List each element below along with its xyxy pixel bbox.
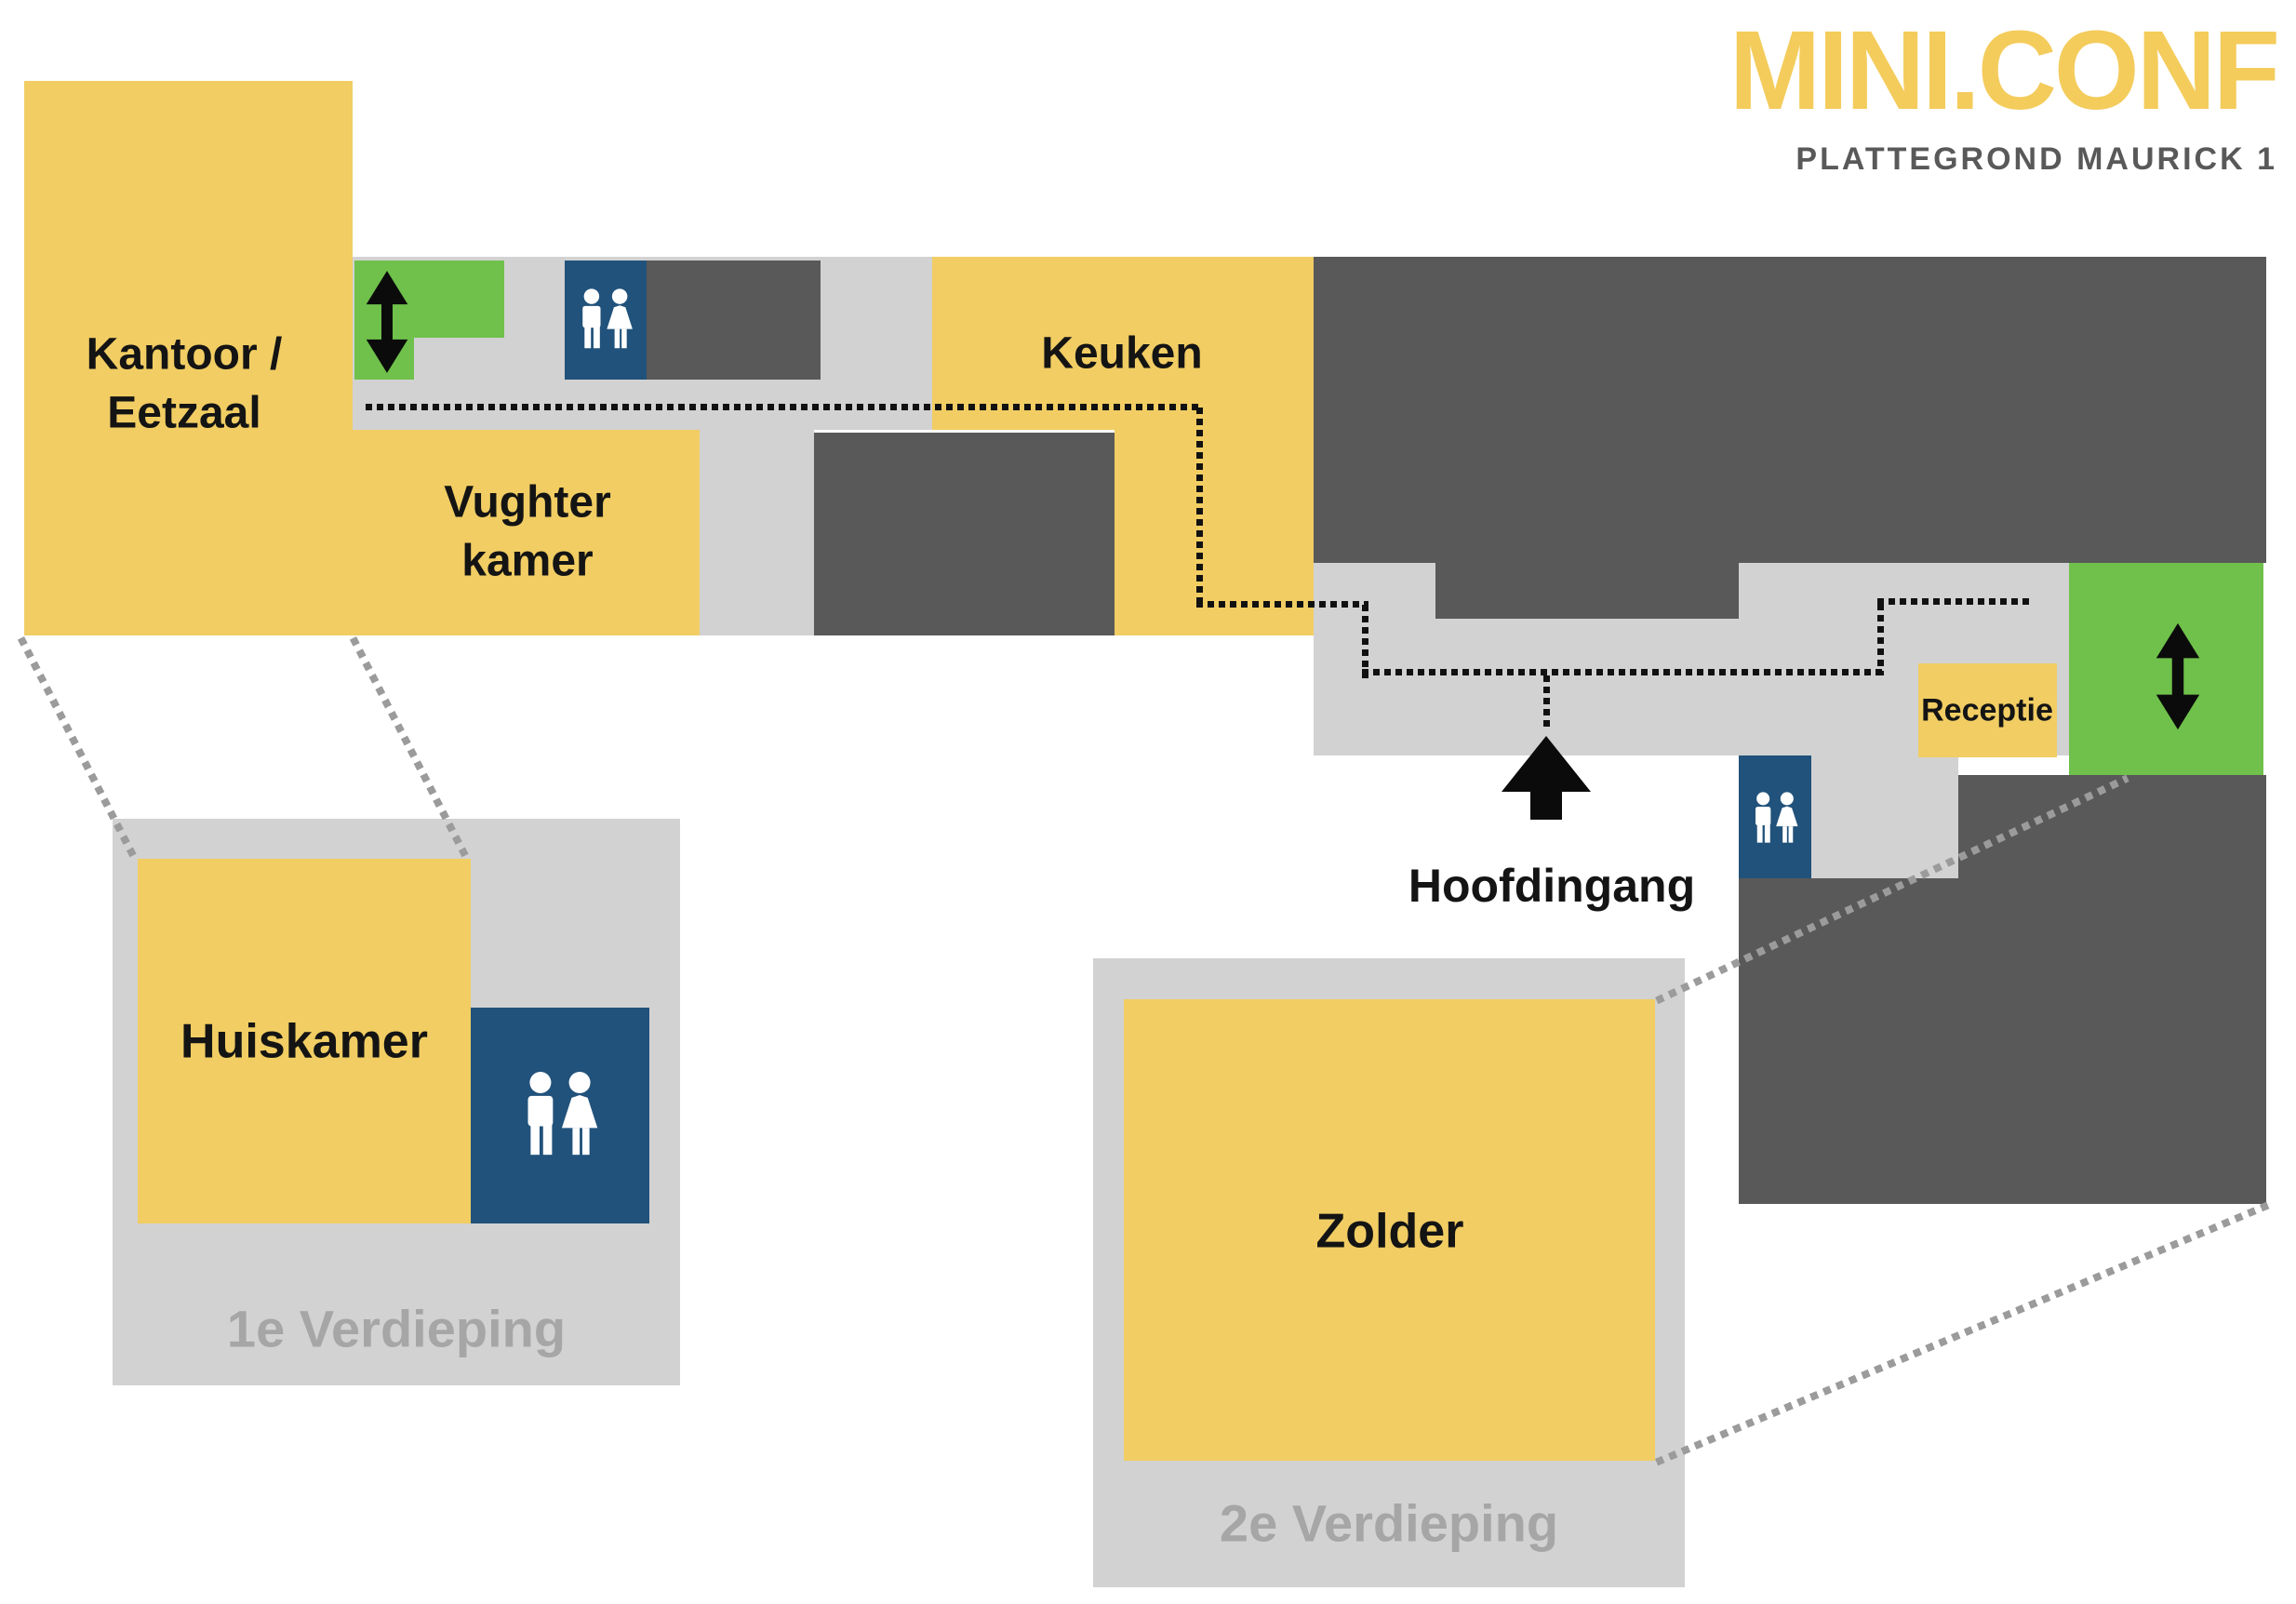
vughterkamer-label: Vughter kamer xyxy=(444,474,611,592)
route-segment xyxy=(366,404,1203,410)
route-segment xyxy=(1362,669,1884,675)
up-arrow-icon xyxy=(1502,736,1591,820)
room-vughterkamer xyxy=(353,430,700,635)
elevator-right-shaft xyxy=(2069,563,2263,775)
closed-block-bottom-right-upper xyxy=(1958,775,2266,1204)
route-segment xyxy=(1877,604,1884,675)
logo-block: MINI.CONF PLATTEGROND MAURICK 1 xyxy=(1729,7,2280,178)
huiskamer-label: Huiskamer xyxy=(180,1014,428,1069)
floor-1-caption: 1e Verdieping xyxy=(226,1299,567,1358)
wc-block-top-left xyxy=(565,261,647,380)
closed-block-top-left xyxy=(647,261,821,380)
room-zolder xyxy=(1124,999,1655,1461)
main-building-block xyxy=(1314,257,2266,563)
vughter-label-line2: kamer xyxy=(461,537,594,586)
kantoor-eetzaal-label: Kantoor / Eetzaal xyxy=(87,326,283,444)
room-keuken-upper xyxy=(932,257,1314,430)
route-segment xyxy=(1362,605,1368,678)
elevator-left-landing xyxy=(414,261,504,338)
route-segment xyxy=(1196,601,1368,608)
zolder-label: Zolder xyxy=(1315,1204,1464,1259)
inset-connector-line xyxy=(17,636,139,861)
closed-block-center xyxy=(814,433,1115,635)
route-segment xyxy=(1877,598,2031,605)
route-segment xyxy=(1196,408,1203,608)
wc-block-floor-1 xyxy=(471,1008,649,1223)
closed-block-bottom-right-lower xyxy=(1739,878,1958,1204)
main-building-notch xyxy=(1435,563,1739,619)
room-kantoor-eetzaal xyxy=(24,81,353,635)
inset-connector-line xyxy=(1655,1201,2270,1466)
kantoor-label-line2: Eetzaal xyxy=(107,389,261,438)
man-woman-restroom-icon xyxy=(1749,791,1801,847)
keuken-label: Keuken xyxy=(1041,328,1203,379)
room-huiskamer xyxy=(138,859,471,1223)
man-woman-restroom-icon xyxy=(517,1071,603,1160)
man-woman-restroom-icon xyxy=(575,287,636,353)
up-down-arrow-icon xyxy=(365,269,409,375)
vughter-label-line1: Vughter xyxy=(444,477,611,528)
wc-block-entrance xyxy=(1739,755,1811,878)
logo-text: MINI.CONF xyxy=(1729,7,2280,134)
route-segment xyxy=(1543,675,1550,727)
up-down-arrow-icon xyxy=(2155,613,2201,740)
hoofdingang-label: Hoofdingang xyxy=(1408,860,1696,912)
receptie-label: Receptie xyxy=(1921,692,2053,728)
floor-2-caption: 2e Verdieping xyxy=(1219,1493,1559,1553)
kantoor-label-line1: Kantoor / xyxy=(86,329,283,380)
receptie-desk xyxy=(1918,663,2057,757)
logo-tagline: PLATTEGROND MAURICK 1 xyxy=(1795,140,2277,177)
corridor-vughter-gap xyxy=(700,430,814,635)
